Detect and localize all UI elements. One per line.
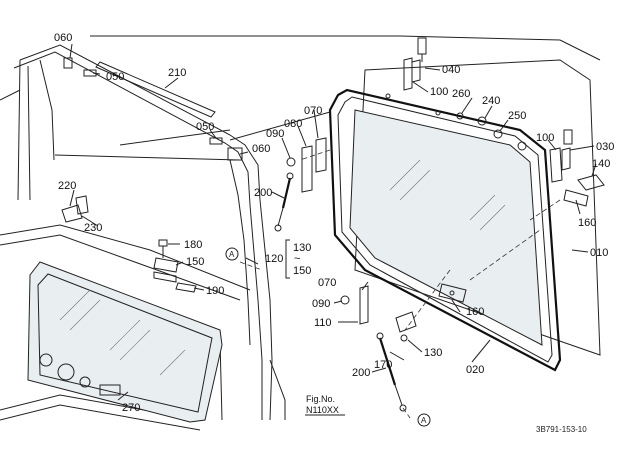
label-040: 040 — [442, 64, 460, 76]
label-200-upper: 200 — [254, 187, 272, 199]
pad-160-right — [563, 189, 589, 207]
guide-lines — [239, 149, 561, 419]
latch-220-230 — [61, 195, 89, 223]
label-220: 220 — [58, 180, 76, 192]
label-150-group: 150 — [293, 265, 311, 277]
drawing-code: 3B791-153-10 — [536, 425, 587, 434]
frame-brackets — [63, 57, 243, 161]
label-120: 120 — [265, 253, 283, 265]
label-090-lower: 090 — [312, 298, 330, 310]
label-140: 140 — [592, 158, 610, 170]
front-lower-glass-270 — [27, 261, 223, 423]
reference-mark-a-upper-text: A — [229, 250, 235, 259]
label-050-lower: 050 — [196, 121, 214, 133]
door-glass-inner — [349, 109, 543, 346]
label-070-lower: 070 — [318, 277, 336, 289]
figure-number-value: N110XX — [306, 405, 339, 415]
gas-strut-200-upper — [274, 172, 294, 232]
label-240: 240 — [482, 95, 500, 107]
door-seal-020 — [328, 88, 562, 372]
label-130-group: 130 — [293, 242, 311, 254]
group-bracket-120 — [285, 239, 290, 279]
bolt-180 — [158, 239, 168, 258]
dashboard-gauges — [39, 353, 121, 396]
label-130-lower: 130 — [424, 347, 442, 359]
label-100-upper: 100 — [430, 86, 448, 98]
label-210: 210 — [168, 67, 186, 79]
bracket-070-lower — [340, 285, 369, 325]
hinge-040 — [403, 37, 427, 91]
bracket-150 — [153, 257, 179, 283]
label-190: 190 — [206, 285, 224, 297]
label-060-lower: 060 — [252, 143, 270, 155]
label-160-lower: 160 — [466, 306, 484, 318]
label-230: 230 — [84, 222, 102, 234]
reference-mark-a-lower: A — [417, 413, 431, 427]
gas-strut-200-lower — [376, 332, 407, 412]
hinge-030 — [549, 129, 573, 183]
reference-mark-a-upper: A — [225, 247, 239, 261]
label-080: 080 — [284, 118, 302, 130]
label-260: 260 — [452, 88, 470, 100]
hinge-130-lower — [395, 311, 417, 342]
label-160-right: 160 — [578, 217, 596, 229]
label-200-lower: 200 — [352, 367, 370, 379]
label-070-upper: 070 — [304, 105, 322, 117]
label-150: 150 — [186, 256, 204, 268]
reference-mark-a-lower-text: A — [421, 416, 427, 425]
label-180: 180 — [184, 239, 202, 251]
latch-140 — [577, 174, 605, 191]
leader-lines — [69, 35, 601, 401]
label-250: 250 — [508, 110, 526, 122]
label-090-upper: 090 — [266, 128, 284, 140]
label-050-upper: 050 — [106, 71, 124, 83]
label-020: 020 — [466, 364, 484, 376]
plate-190 — [175, 282, 197, 293]
label-030: 030 — [596, 141, 614, 153]
label-170: 170 — [374, 359, 392, 371]
label-010: 010 — [590, 247, 608, 259]
pad-160 — [438, 283, 467, 303]
label-tilde: ~ — [294, 253, 300, 265]
label-060-upper: 060 — [54, 32, 72, 44]
label-270: 270 — [122, 402, 140, 414]
rail-210 — [95, 61, 216, 118]
fasteners — [385, 93, 527, 151]
label-100-right: 100 — [536, 132, 554, 144]
label-110: 110 — [314, 317, 332, 329]
bracket-070-upper — [286, 137, 327, 193]
figure-number-caption: Fig.No. — [306, 394, 335, 404]
